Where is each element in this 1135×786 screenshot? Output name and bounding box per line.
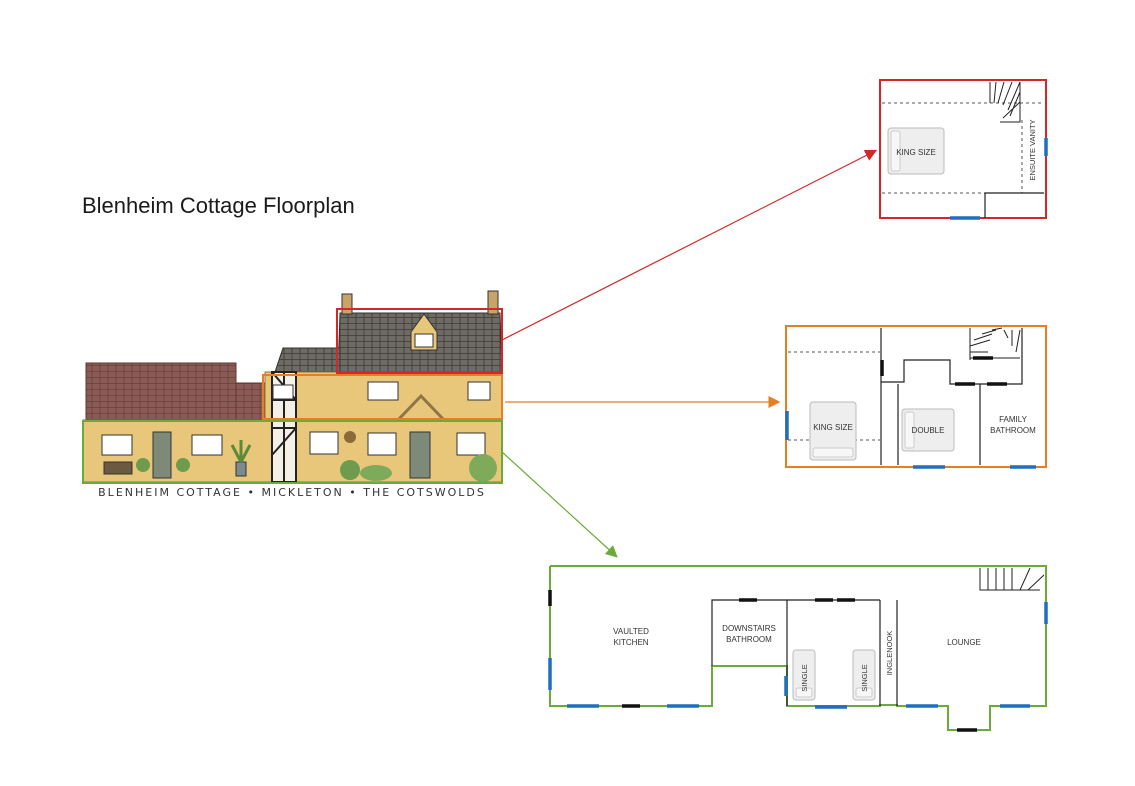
palm [230,440,252,463]
room-label: LOUNGE [947,638,981,647]
interior-wall [984,192,1044,218]
ground-window-2 [191,434,223,456]
room-label: INGLENOOK [885,631,894,676]
first-floor-outline [262,374,503,420]
timber-roof [274,347,341,373]
ground-floor-plan: VAULTED KITCHEN DOWNSTAIRS BATHROOM SING… [548,565,1048,732]
timber-beams [271,371,297,482]
room-label: BATHROOM [990,426,1036,435]
shrub [136,458,150,472]
bed-label: DOUBLE [912,426,945,435]
chimney-right [487,290,499,315]
top-floor-outline [336,308,503,374]
single-bed [852,649,876,701]
single-bed [792,649,816,701]
shrub [340,460,360,480]
room-label: VAULTED [613,627,649,636]
bed-label: KING SIZE [896,148,936,157]
shrub [360,465,392,481]
first-floor-plan: KING SIZE DOUBLE FAMILY BATHROOM [785,325,1047,469]
left-roof-lower [235,382,267,421]
cottage-illustration [82,290,503,484]
ground-window-4 [367,432,397,456]
bed-label: SINGLE [860,664,869,692]
room-label: BATHROOM [726,635,772,644]
staircase [969,327,1021,360]
bed-label: SINGLE [800,664,809,692]
cottage-caption: BLENHEIM COTTAGE • MICKLETON • THE COTSW… [98,486,486,499]
hanging-basket [344,431,356,443]
arrow-top-floor [501,149,878,341]
bed-label: KING SIZE [813,423,853,432]
ground-window-5 [456,432,486,456]
plant-pot [235,461,247,477]
bench [103,461,133,475]
porch-gable [396,393,446,422]
dormer-window [414,333,434,348]
staircase [989,81,1021,123]
room-label: FAMILY [999,415,1028,424]
double-bed [901,408,955,452]
upper-window-1 [367,381,399,401]
interior-wall [881,328,1023,385]
room-label: KITCHEN [613,638,648,647]
ground-window-1 [101,434,133,456]
chimney-left [341,293,353,315]
page-title: Blenheim Cottage Floorplan [82,193,355,218]
door-left [152,431,172,479]
upper-window-2 [467,381,491,401]
room-label: DOWNSTAIRS [722,624,776,633]
ground-window-3 [309,431,339,455]
arrow-ground-floor [501,451,618,558]
staircase [979,567,1045,591]
left-roof [85,362,237,421]
vanity-label: ENSUITE VANITY [1028,119,1037,180]
shrub [176,458,190,472]
door-right [409,431,431,479]
shrub [469,454,497,482]
upper-window-3 [272,384,294,400]
top-floor-plan: KING SIZE ENSUITE VANITY [879,79,1048,220]
king-size-bed [809,401,857,461]
king-size-bed [887,127,945,175]
